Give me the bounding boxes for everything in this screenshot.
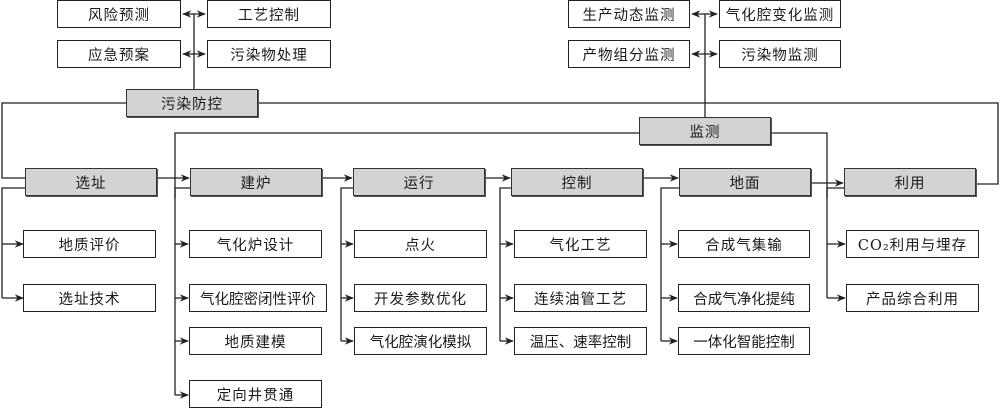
site-item-selection-technology: 选址技术 — [23, 284, 156, 312]
pollution-item-emergency-plan: 应急预案 — [57, 40, 181, 68]
pollution-item-process-control: 工艺控制 — [207, 0, 331, 28]
pollution-item-risk-prediction: 风险预测 — [57, 0, 181, 28]
monitoring-item-product-composition: 产物组分监测 — [568, 40, 690, 68]
surface-item-syngas-gathering: 合成气集输 — [678, 230, 810, 258]
furnace-item-gasifier-design: 气化炉设计 — [189, 230, 322, 258]
monitoring-item-production-dynamic: 生产动态监测 — [568, 0, 690, 28]
surface-item-syngas-purification: 合成气净化提纯 — [678, 284, 810, 312]
utilization-item-co2-storage: CO₂利用与埋存 — [846, 230, 979, 258]
stage-utilization: 利用 — [844, 168, 976, 196]
control-item-gasification-process: 气化工艺 — [514, 230, 647, 258]
pollution-loop — [1, 102, 126, 179]
stage-site-selection: 选址 — [25, 168, 157, 196]
operation-item-parameter-optimization: 开发参数优化 — [354, 284, 487, 312]
stage-furnace-construction: 建炉 — [190, 168, 322, 196]
control-item-temp-pressure-rate: 温压、速率控制 — [514, 327, 647, 355]
control-item-coiled-tubing: 连续油管工艺 — [514, 284, 647, 312]
stage-surface: 地面 — [679, 168, 811, 196]
furnace-item-cavity-sealing: 气化腔密闭性评价 — [189, 284, 327, 312]
monitoring-item-cavity-change: 气化腔变化监测 — [719, 0, 841, 28]
utilization-item-product-utilization: 产品综合利用 — [846, 284, 979, 312]
pollution-item-pollutant-treatment: 污染物处理 — [207, 40, 331, 68]
monitoring-item-pollutant: 污染物监测 — [719, 40, 841, 68]
stage-operation: 运行 — [353, 168, 485, 196]
monitoring-node: 监测 — [639, 117, 771, 145]
furnace-item-directional-well: 定向井贯通 — [189, 380, 322, 408]
stage-control: 控制 — [511, 168, 643, 196]
operation-item-ignition: 点火 — [354, 230, 487, 258]
surface-item-integrated-control: 一体化智能控制 — [678, 327, 810, 355]
operation-item-cavity-simulation: 气化腔演化模拟 — [354, 327, 487, 355]
furnace-item-geological-modeling: 地质建模 — [189, 327, 322, 355]
site-item-geological-evaluation: 地质评价 — [23, 230, 156, 258]
pollution-control-node: 污染防控 — [126, 89, 258, 117]
